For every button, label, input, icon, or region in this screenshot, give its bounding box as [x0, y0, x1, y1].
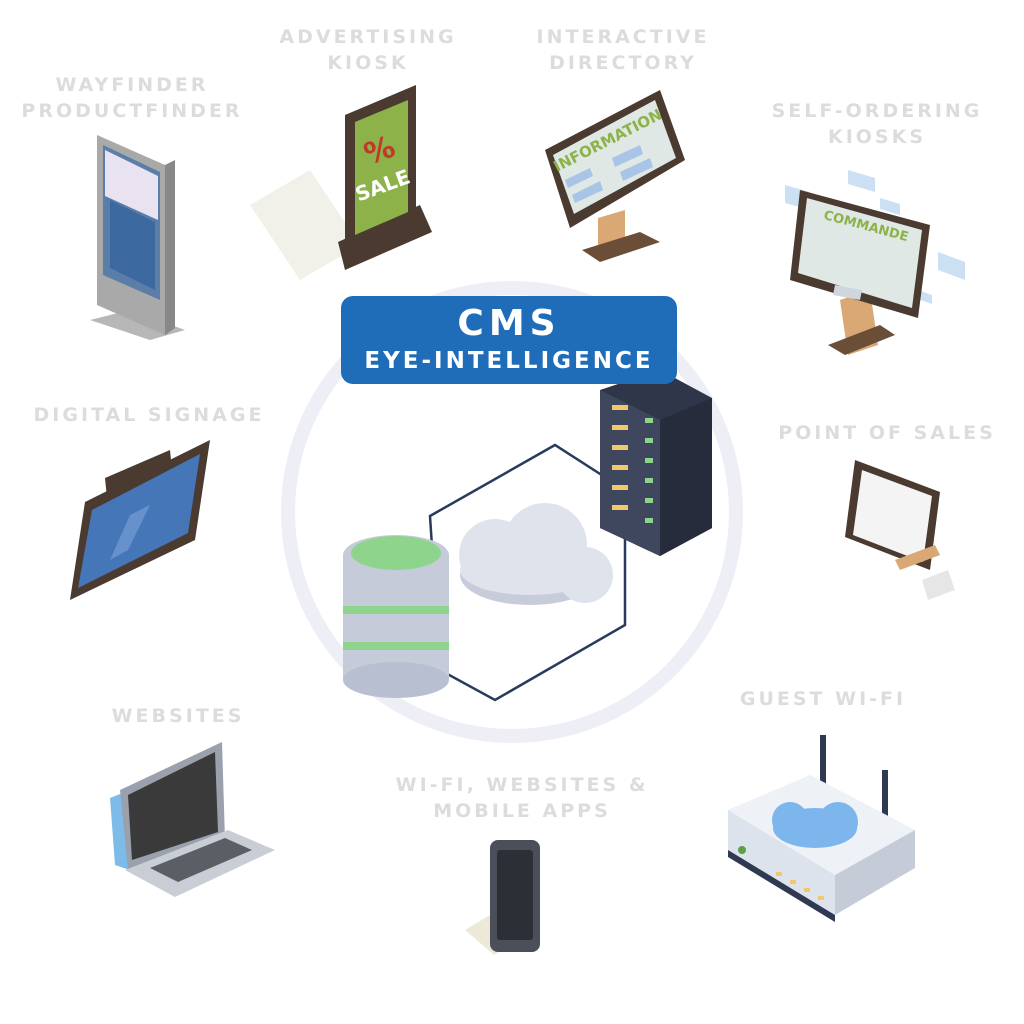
- wayfinder-label: WAYFINDER PRODUCTFINDER: [21, 74, 243, 122]
- smartphone-icon: [465, 840, 540, 955]
- self-ordering-kiosk-icon: COMMANDE: [785, 170, 965, 355]
- self-ordering-label: SELF-ORDERING KIOSKS: [771, 100, 983, 148]
- pos-label: POINT OF SALES: [778, 422, 996, 444]
- laptop-icon: [110, 742, 275, 897]
- advertising-label: ADVERTISING KIOSK: [279, 26, 457, 74]
- directory-label: INTERACTIVE DIRECTORY: [536, 26, 710, 74]
- cms-subtitle: EYE-INTELLIGENCE: [364, 348, 654, 374]
- advertising-kiosk-icon: % SALE: [250, 85, 432, 280]
- server-icon: [600, 370, 712, 556]
- cms-title: CMS: [457, 303, 561, 344]
- wayfinder-kiosk-icon: [90, 135, 185, 340]
- wifi-label: GUEST WI-FI: [739, 688, 907, 710]
- router-icon: [728, 735, 915, 922]
- point-of-sales-icon: [845, 460, 955, 600]
- websites-label: WEBSITES: [111, 705, 245, 727]
- cms-badge: CMS EYE-INTELLIGENCE: [341, 296, 677, 384]
- cloud-icon: [459, 503, 613, 605]
- hub-ring: [281, 281, 743, 743]
- signage-label: DIGITAL SIGNAGE: [33, 404, 265, 426]
- database-icon: [343, 535, 449, 698]
- interactive-directory-icon: INFORMATION: [545, 90, 685, 262]
- digital-signage-icon: [70, 440, 210, 600]
- mobile-label: WI-FI, WEBSITES & MOBILE APPS: [395, 774, 649, 822]
